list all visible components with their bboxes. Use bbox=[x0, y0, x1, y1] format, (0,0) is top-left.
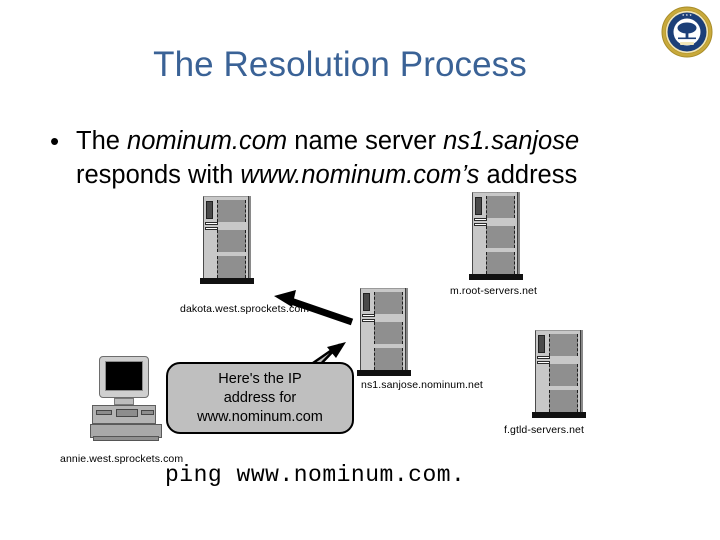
server-slot bbox=[362, 314, 375, 317]
server-panel bbox=[486, 252, 515, 274]
node-annie-workstation[interactable] bbox=[90, 356, 162, 442]
ping-command-text: ping www.nominum.com. bbox=[165, 462, 466, 488]
server-icon bbox=[532, 330, 586, 418]
list-item: • The nominum.com name server ns1.sanjos… bbox=[50, 124, 650, 192]
server-panel bbox=[486, 196, 515, 218]
server-right-edge bbox=[248, 196, 251, 278]
node-gtld[interactable] bbox=[532, 330, 586, 418]
server-panel bbox=[217, 256, 246, 278]
monitor-stand bbox=[114, 398, 134, 405]
server-right-edge bbox=[517, 192, 520, 274]
server-panel bbox=[374, 348, 403, 370]
university-seal-logo: ★ ★ ★ bbox=[661, 6, 713, 58]
server-panel bbox=[374, 292, 403, 314]
bullet-seg-6-italic: www.nominum.com’s bbox=[240, 161, 480, 189]
callout-line-1: Here's the IP bbox=[218, 370, 302, 387]
node-label-ns1: ns1.sanjose.nominum.net bbox=[361, 379, 483, 391]
bullet-seg-1: The bbox=[76, 127, 128, 155]
node-ns1[interactable] bbox=[357, 288, 411, 376]
server-base bbox=[200, 278, 254, 284]
server-panel bbox=[217, 200, 246, 222]
node-dakota[interactable] bbox=[200, 196, 254, 284]
server-panel bbox=[374, 322, 403, 344]
server-slot bbox=[205, 227, 218, 230]
bullet-list: • The nominum.com name server ns1.sanjos… bbox=[50, 124, 650, 192]
server-panel bbox=[217, 230, 246, 252]
case-indicator bbox=[141, 410, 154, 415]
server-icon bbox=[200, 196, 254, 284]
server-panel bbox=[486, 226, 515, 248]
server-drive-bay-icon bbox=[206, 201, 213, 219]
bullet-seg-7: address bbox=[479, 161, 578, 189]
server-panel bbox=[549, 334, 578, 356]
svg-text:★ ★ ★: ★ ★ ★ bbox=[682, 13, 692, 17]
case-drive-slot bbox=[96, 410, 112, 415]
server-right-edge bbox=[580, 330, 583, 412]
keyboard-base bbox=[93, 436, 159, 441]
node-root-server[interactable] bbox=[469, 192, 523, 280]
bullet-seg-3: name server bbox=[287, 127, 444, 155]
page-title: The Resolution Process bbox=[153, 45, 527, 84]
callout-bubble[interactable]: Here's the IP address for www.nominum.co… bbox=[166, 362, 354, 434]
server-base bbox=[532, 412, 586, 418]
server-slot bbox=[474, 223, 487, 226]
server-slot bbox=[537, 361, 550, 364]
server-base bbox=[357, 370, 411, 376]
server-slot bbox=[537, 356, 550, 359]
seal-icon: ★ ★ ★ bbox=[661, 6, 713, 58]
server-slot bbox=[362, 319, 375, 322]
callout-line-2: address for bbox=[223, 389, 297, 406]
bullet-seg-2-italic: nominum.com bbox=[127, 127, 288, 155]
node-label-root-server: m.root-servers.net bbox=[450, 285, 537, 297]
case-floppy-slot bbox=[116, 409, 138, 417]
monitor-screen bbox=[105, 361, 143, 391]
server-drive-bay-icon bbox=[475, 197, 482, 215]
server-slot bbox=[474, 218, 487, 221]
bullet-item-text: The nominum.com name server ns1.sanjose … bbox=[76, 124, 650, 192]
server-slot bbox=[205, 222, 218, 225]
bullet-seg-5: responds with bbox=[76, 161, 241, 189]
server-panel bbox=[549, 390, 578, 412]
node-label-annie: annie.west.sprockets.com bbox=[60, 453, 184, 465]
server-icon bbox=[357, 288, 411, 376]
server-panel bbox=[549, 364, 578, 386]
node-label-dakota: dakota.west.sprockets.com bbox=[180, 303, 310, 315]
server-base bbox=[469, 274, 523, 280]
server-icon bbox=[469, 192, 523, 280]
server-drive-bay-icon bbox=[538, 335, 545, 353]
bullet-marker-icon: • bbox=[50, 126, 60, 156]
server-drive-bay-icon bbox=[363, 293, 370, 311]
workstation-icon bbox=[90, 356, 162, 442]
callout-line-3: www.nominum.com bbox=[197, 408, 323, 425]
server-right-edge bbox=[405, 288, 408, 370]
node-label-gtld: f.gtld-servers.net bbox=[504, 424, 584, 436]
bullet-seg-4-italic: ns1.sanjose bbox=[443, 127, 580, 155]
callout-text: Here's the IP address for www.nominum.co… bbox=[191, 370, 329, 427]
